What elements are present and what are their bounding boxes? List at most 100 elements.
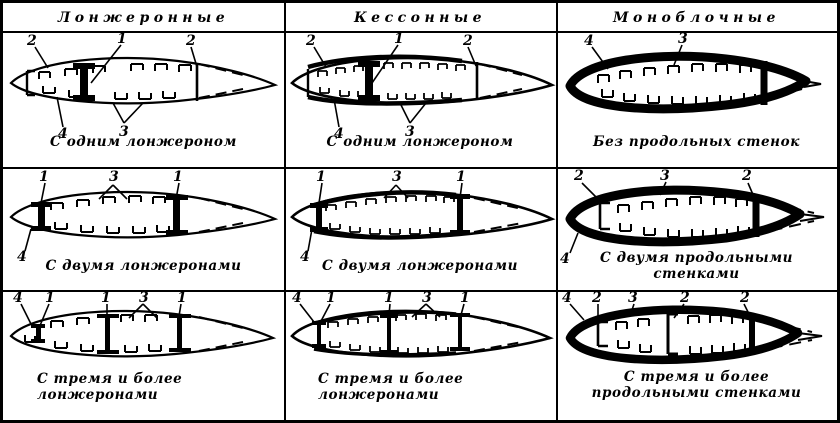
svg-text:3: 3 — [660, 168, 670, 184]
stringer-marks-upper — [597, 63, 752, 83]
svg-text:2: 2 — [679, 290, 690, 306]
column-header-mono-label: Моноблочные — [613, 10, 780, 26]
leader-lines — [20, 303, 182, 329]
airfoil-box-one: 2 1 2 4 3 — [290, 31, 556, 142]
svg-text:2: 2 — [185, 33, 196, 49]
svg-text:4: 4 — [560, 251, 570, 267]
cell-spar-two: 1 3 1 4 С двумя лонжеронами — [3, 167, 284, 290]
airfoil-mono-three: 4 2 3 2 2 — [562, 290, 823, 365]
spar-front — [31, 324, 45, 343]
stringer-marks-lower — [601, 89, 756, 105]
svg-text:1: 1 — [456, 169, 466, 185]
box-upper-panel — [307, 54, 463, 70]
column-header-mono: Моноблочные — [556, 3, 837, 33]
trailing-edge-dashes — [198, 316, 244, 352]
stringer-marks-lower — [617, 340, 746, 355]
svg-text:1: 1 — [177, 290, 187, 306]
airfoil-mono-two: 2 3 2 4 — [560, 168, 825, 267]
stringer-marks-lower — [54, 222, 170, 234]
stringer-marks-lower — [619, 223, 750, 238]
svg-text:2: 2 — [739, 290, 750, 306]
leader-lines — [34, 44, 198, 128]
col-rule-1 — [284, 3, 286, 420]
leader-lines — [313, 44, 477, 128]
callout-numbers: 4 3 — [584, 31, 688, 49]
nose-wall — [25, 69, 35, 97]
box-lower-panel — [313, 347, 457, 357]
airfoil-box-two: 1 3 1 4 — [290, 169, 556, 265]
svg-text:3: 3 — [139, 290, 149, 306]
svg-text:4: 4 — [334, 126, 344, 142]
caption-mono-three: С тремя и более продольными стенками — [591, 369, 802, 401]
caption-spar-three: С тремя и более лонжеронами — [37, 371, 183, 403]
cell-box-one: 2 1 2 4 3 С одним лонжероном — [284, 31, 556, 167]
svg-text:4: 4 — [13, 290, 23, 306]
trailing-edge-dashes — [473, 316, 523, 352]
callout-numbers: 4 1 1 3 1 — [292, 290, 470, 306]
leader-lines — [24, 182, 180, 252]
svg-text:4: 4 — [300, 249, 310, 265]
airfoil-box-three: 4 1 1 3 1 — [290, 290, 554, 358]
svg-text:1: 1 — [39, 169, 49, 185]
svg-text:2: 2 — [26, 33, 37, 49]
svg-text:1: 1 — [45, 290, 55, 306]
stringer-marks-upper — [317, 62, 466, 77]
header-rule — [3, 31, 837, 33]
svg-text:2: 2 — [462, 33, 473, 49]
callout-numbers: 1 3 1 4 — [300, 169, 466, 265]
caption-spar-two: С двумя лонжеронами — [45, 258, 242, 274]
front-wall — [598, 201, 610, 231]
caption-box-two: С двумя лонжеронами — [321, 258, 519, 274]
svg-text:2: 2 — [741, 168, 752, 184]
callout-numbers: 2 3 2 4 — [560, 168, 752, 267]
callout-numbers: 4 2 3 2 2 — [562, 290, 750, 306]
trailing-edge-dashes — [198, 63, 244, 99]
spar-front — [31, 202, 51, 231]
trailing-edge-dashes — [751, 317, 813, 353]
spar-middle — [380, 314, 398, 354]
svg-text:1: 1 — [326, 290, 336, 306]
trailing-edge-dashes — [198, 197, 244, 233]
leader-lines — [591, 44, 683, 70]
box-upper-panel — [313, 310, 457, 325]
callout-numbers: 2 1 2 4 3 — [26, 31, 196, 142]
callout-numbers: 4 1 1 3 1 — [13, 290, 187, 306]
trailing-edge-dashes — [473, 197, 523, 233]
svg-text:1: 1 — [460, 290, 470, 306]
stringer-marks-lower — [42, 86, 176, 100]
svg-text:3: 3 — [392, 169, 402, 185]
airfoil-outline — [9, 56, 279, 105]
caption-spar-one: С одним лонжероном — [50, 134, 237, 150]
airfoil-outline — [9, 190, 279, 239]
cell-mono-two: 2 3 2 4 С двумя продольными стенками — [556, 167, 837, 290]
airfoil-outline — [290, 309, 554, 358]
row-rule-1 — [3, 167, 837, 169]
column-header-spar-label: Лонжеронные — [57, 10, 230, 26]
monoblock-shell — [565, 185, 805, 247]
leader-lines — [569, 181, 755, 254]
box-lower-panel — [313, 228, 457, 240]
spar-middle — [97, 314, 119, 354]
svg-text:1: 1 — [173, 169, 183, 185]
stringer-marks-lower — [24, 335, 162, 353]
row-rule-2 — [3, 290, 837, 292]
caption-box-three: С тремя и более лонжеронами — [318, 371, 464, 403]
caption-mono-none: Без продольных стенок — [593, 134, 800, 150]
stringer-marks-upper — [50, 195, 166, 210]
spar-i-beam — [73, 63, 95, 101]
spar-i-beam — [358, 61, 380, 101]
stringer-marks-upper — [617, 196, 748, 213]
airfoil-spar-three: 4 1 1 3 1 — [9, 290, 277, 358]
svg-text:3: 3 — [422, 290, 432, 306]
caption-mono-two: С двумя продольными стенками — [599, 250, 794, 282]
airfoil-mono-none: 4 3 — [565, 31, 822, 114]
stringer-marks-upper — [38, 63, 192, 79]
callout-numbers: 1 3 1 4 — [17, 169, 183, 265]
svg-text:3: 3 — [678, 31, 688, 47]
col-rule-2 — [556, 3, 558, 420]
svg-text:2: 2 — [591, 290, 602, 306]
airfoil-outline — [9, 309, 277, 358]
column-header-box-label: Кессонные — [353, 10, 487, 26]
front-wall — [596, 320, 608, 348]
